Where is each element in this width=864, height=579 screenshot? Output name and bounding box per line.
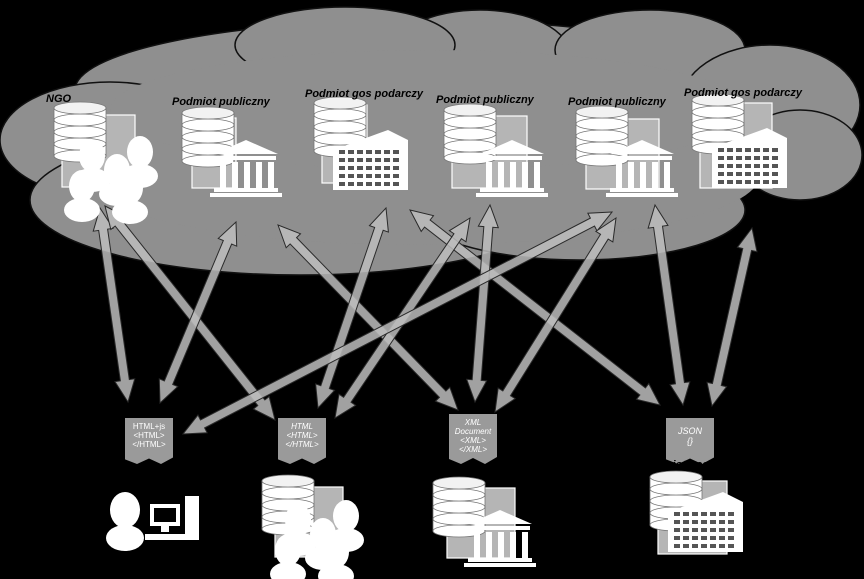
cloud-node-label-public-3: Podmiot publiczny xyxy=(568,96,666,108)
cloud-node-label-public-2: Podmiot publiczny xyxy=(436,94,534,106)
database-icon xyxy=(443,103,497,165)
cloud-node-label-business-2: Podmiot gos podarczy xyxy=(684,87,802,99)
bidirectional-arrow xyxy=(277,224,459,411)
format-doc-html: HTML <HTML> </HTML> xyxy=(278,418,326,464)
public-building-icon xyxy=(464,510,536,567)
people-icon xyxy=(270,500,364,579)
format-doc-xml: XML Document <XML> </XML> xyxy=(449,414,497,464)
bidirectional-arrow xyxy=(409,209,661,406)
format-line: <HTML> xyxy=(286,431,318,440)
cloud-node-label-public-1: Podmiot publiczny xyxy=(172,96,270,108)
cloud-node-label-business-1: Podmiot gos podarczy xyxy=(305,88,423,100)
format-doc-htmljs: HTML+js <HTML> </HTML> xyxy=(125,418,173,464)
bidirectional-arrow xyxy=(92,206,136,404)
format-doc-json: JSON {} xyxy=(666,418,714,464)
format-line: <HTML> xyxy=(133,431,165,440)
bidirectional-arrow xyxy=(706,226,758,408)
format-line: Document xyxy=(454,427,492,436)
format-line: {} xyxy=(686,436,693,446)
format-line: <XML> xyxy=(460,436,486,445)
bidirectional-arrow xyxy=(158,220,238,405)
public-building-icon xyxy=(606,140,678,197)
format-line: </HTML> xyxy=(285,440,319,449)
bidirectional-arrow xyxy=(494,216,617,414)
bidirectional-arrow xyxy=(181,211,614,435)
database-icon xyxy=(575,105,629,167)
format-line: JSON xyxy=(677,426,702,436)
bidirectional-arrow xyxy=(465,203,500,404)
bottom-node-label-business: Podmiot gos podarczy xyxy=(642,459,760,471)
format-line: HTML xyxy=(291,422,313,431)
arrow-layer xyxy=(92,203,758,435)
node-layer xyxy=(53,93,787,579)
format-line: </HTML> xyxy=(132,440,166,449)
computer-icon xyxy=(106,492,199,551)
format-line: XML xyxy=(464,418,482,427)
office-building-icon xyxy=(668,492,743,552)
cloud-node-label-ngo: NGO xyxy=(46,93,72,105)
office-building-icon xyxy=(712,128,787,188)
office-building-icon xyxy=(333,130,408,190)
format-line: HTML+js xyxy=(132,422,166,431)
format-line: </XML> xyxy=(458,445,487,454)
database-icon xyxy=(432,476,486,538)
public-building-icon xyxy=(210,140,282,197)
people-icon xyxy=(64,136,158,224)
cloud xyxy=(0,6,863,276)
bottom-node-label-ngo: NGO xyxy=(255,464,281,476)
public-building-icon xyxy=(476,140,548,197)
bidirectional-arrow xyxy=(647,203,691,407)
bottom-node-label-public: Podmiot publiczny xyxy=(425,464,523,476)
